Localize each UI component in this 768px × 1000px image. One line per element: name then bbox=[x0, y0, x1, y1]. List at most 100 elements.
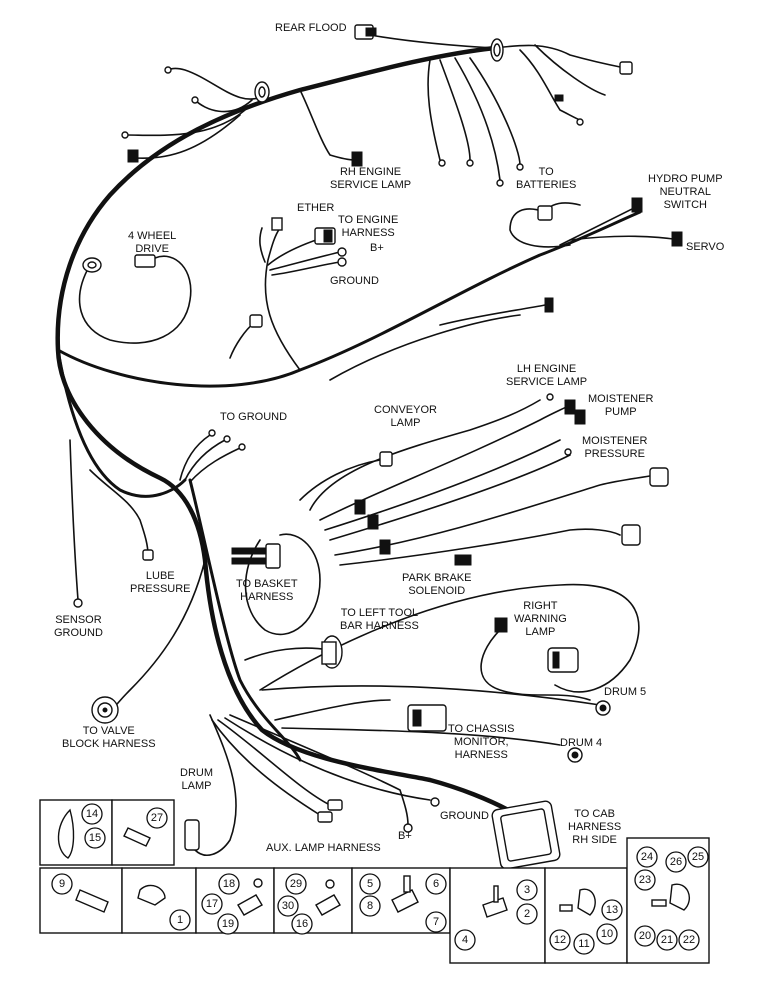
clamp-10-icon bbox=[577, 888, 596, 916]
callout-5: 5 bbox=[367, 878, 373, 890]
callout-24: 24 bbox=[641, 851, 653, 863]
callout-27: 27 bbox=[151, 812, 163, 824]
label-drum-5: DRUM 5 bbox=[604, 686, 647, 698]
left-tool-bar-connector-icon bbox=[321, 635, 343, 669]
callout-11: 11 bbox=[578, 938, 589, 950]
moistener-pressure-sensor-icon bbox=[649, 467, 669, 487]
flat-clip-1-icon bbox=[137, 884, 166, 906]
label-rear-flood: REAR FLOOD bbox=[275, 22, 347, 34]
moistener-pump-connector-icon bbox=[564, 399, 576, 415]
label-to-ground: TO GROUND bbox=[220, 411, 288, 423]
clamp-8-icon bbox=[391, 889, 419, 913]
callout-3: 3 bbox=[524, 884, 530, 896]
ground-terminal-top-icon bbox=[337, 257, 347, 267]
moistener-connector-2-icon bbox=[574, 409, 586, 425]
drum-4-sensor-icon bbox=[567, 747, 583, 763]
aux-lamp-connector-1-icon bbox=[317, 811, 333, 823]
aux-lamp-connector-2-icon bbox=[327, 799, 343, 811]
loop-clamp-icon bbox=[57, 808, 75, 859]
label-right-warning-lamp: RIGHT WARNING LAMP bbox=[514, 600, 567, 638]
callout-21: 21 bbox=[661, 934, 673, 946]
label-to-basket-harness: TO BASKET HARNESS bbox=[236, 578, 298, 603]
bolt-18-icon bbox=[253, 878, 263, 888]
hydro-pump-connector-icon bbox=[537, 205, 553, 221]
flat-clip-9-icon bbox=[75, 889, 109, 913]
label-ground-top: GROUND bbox=[330, 275, 379, 287]
callout-1: 1 bbox=[177, 914, 183, 926]
callout-14: 14 bbox=[86, 808, 98, 820]
callout-4: 4 bbox=[462, 934, 468, 946]
label-drum-4: DRUM 4 bbox=[560, 737, 603, 749]
callout-29: 29 bbox=[290, 878, 302, 890]
label-rh-engine-service-lamp: RH ENGINE SERVICE LAMP bbox=[330, 166, 412, 191]
b-plus-terminal-bottom-icon bbox=[403, 823, 413, 833]
b-plus-terminal-top-icon bbox=[337, 247, 347, 257]
mid-left-connector-icon bbox=[249, 314, 263, 328]
callout-18: 18 bbox=[223, 878, 235, 890]
label-to-cab-harness-rh-side: TO CAB HARNESS RH SIDE bbox=[568, 808, 622, 846]
grommet-upper-left-icon bbox=[254, 81, 270, 103]
label-drum-lamp: DRUM LAMP bbox=[180, 767, 213, 792]
callout-13: 13 bbox=[606, 904, 618, 916]
clamp-17-icon bbox=[237, 894, 263, 916]
callout-26: 26 bbox=[670, 856, 682, 868]
label-moistener-pressure: MOISTENER PRESSURE bbox=[582, 435, 648, 460]
battery-terminal-2-icon bbox=[466, 159, 474, 167]
cab-harness-connector-icon bbox=[491, 800, 561, 870]
label-four-wheel-drive: 4 WHEEL DRIVE bbox=[128, 230, 177, 255]
rear-flood-connector-icon bbox=[354, 24, 377, 40]
left-terminal-1-icon bbox=[164, 66, 172, 74]
clamp-26-icon bbox=[669, 883, 690, 911]
label-servo: SERVO bbox=[686, 241, 725, 253]
hydro-pump-switch-icon bbox=[631, 197, 643, 213]
ground-terminal-3-icon bbox=[238, 443, 246, 451]
label-conveyor-lamp: CONVEYOR LAMP bbox=[374, 404, 437, 429]
drum-5-sensor-icon bbox=[595, 700, 611, 716]
callout-23: 23 bbox=[639, 874, 651, 886]
label-to-valve-block-harness: TO VALVE BLOCK HARNESS bbox=[62, 725, 156, 750]
mid-connector-2-icon bbox=[367, 514, 379, 530]
label-moistener-pump: MOISTENER PUMP bbox=[588, 393, 654, 418]
sensor-ground-terminal-icon bbox=[73, 598, 83, 608]
label-ground-bottom: GROUND bbox=[440, 810, 489, 822]
label-to-left-tool-bar-harness: TO LEFT TOOL BAR HARNESS bbox=[340, 607, 419, 632]
label-lube-pressure: LUBE PRESSURE bbox=[130, 570, 191, 595]
warning-lamp-icon bbox=[547, 647, 579, 673]
label-to-batteries: TO BATTERIES bbox=[516, 166, 577, 191]
main-harness-trunk bbox=[55, 45, 642, 815]
chassis-monitor-connector-icon bbox=[407, 704, 447, 732]
callout-7: 7 bbox=[433, 916, 439, 928]
mid-connector-1-icon bbox=[354, 499, 366, 515]
bolt-29-icon bbox=[325, 879, 335, 889]
grommet-top-icon bbox=[490, 38, 504, 62]
right-mid-connector-icon bbox=[544, 297, 554, 313]
basket-harness-connector-icon bbox=[231, 543, 281, 569]
lh-engine-lamp-terminal-icon bbox=[546, 393, 554, 401]
callout-2: 2 bbox=[524, 908, 530, 920]
callout-12: 12 bbox=[554, 934, 566, 946]
ground-terminal-bottom-icon bbox=[430, 797, 440, 807]
label-to-engine-harness: TO ENGINE HARNESS bbox=[338, 214, 399, 239]
rh-engine-lamp-connector-icon bbox=[351, 151, 363, 167]
callout-16: 16 bbox=[296, 918, 308, 930]
top-right-terminal-icon bbox=[554, 94, 564, 102]
grommet-left-icon bbox=[82, 257, 102, 273]
screw-3-icon bbox=[493, 885, 499, 903]
callout-22: 22 bbox=[683, 934, 695, 946]
legend-box-clip-27 bbox=[111, 799, 175, 866]
left-terminal-2-icon bbox=[121, 131, 129, 139]
four-wheel-drive-connector-icon bbox=[134, 254, 156, 268]
callout-10: 10 bbox=[601, 928, 613, 940]
bolt-12-icon bbox=[559, 904, 573, 912]
callout-17: 17 bbox=[206, 898, 218, 910]
warning-lamp-connector-1-icon bbox=[494, 617, 508, 633]
lube-pressure-sensor-icon bbox=[142, 549, 154, 561]
label-hydro-pump-neutral-switch: HYDRO PUMP NEUTRAL SWITCH bbox=[648, 173, 723, 211]
valve-block-connector-icon bbox=[91, 696, 119, 724]
mid-connector-3-icon bbox=[379, 539, 391, 555]
bolt-23-icon bbox=[651, 899, 667, 907]
label-lh-engine-service-lamp: LH ENGINE SERVICE LAMP bbox=[506, 363, 588, 388]
ground-terminal-1-icon bbox=[208, 429, 216, 437]
callout-25: 25 bbox=[692, 851, 704, 863]
ground-terminal-2-icon bbox=[223, 435, 231, 443]
